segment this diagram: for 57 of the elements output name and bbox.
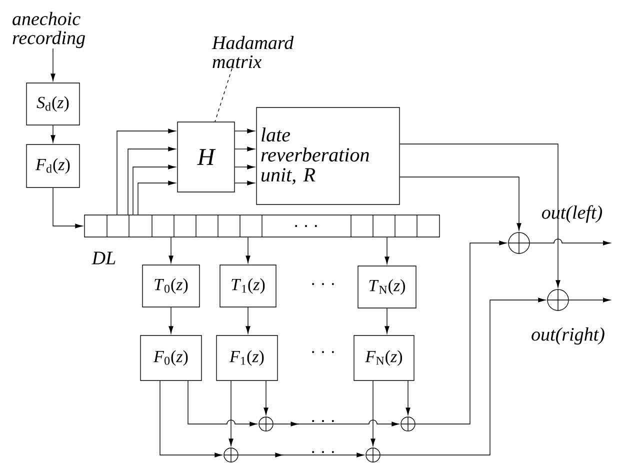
arrow: [50, 125, 56, 143]
filter-box: F$_{d}$(z): [26, 144, 80, 188]
summing-junction: [508, 232, 530, 254]
filter-box: T$_{1}$(z): [220, 264, 276, 308]
ellipsis: . . .: [312, 283, 334, 285]
filter-box: F$_{0}$(z): [140, 335, 202, 381]
reverberation-box: late reverberation unit, R: [256, 107, 400, 205]
filter-box: T$_{N}$(z): [358, 266, 416, 308]
arrow: [52, 188, 83, 228]
arrow: [246, 237, 250, 264]
arrow: [228, 380, 234, 446]
arrow: [50, 48, 56, 82]
arrow: [384, 237, 390, 264]
arrow: [264, 380, 268, 416]
arrow: [380, 298, 546, 456]
filter-box: T$_{0}$(z): [142, 264, 200, 308]
arrow: [188, 380, 258, 426]
summing-junction: [366, 448, 380, 462]
text-label: Hadamard matrix: [212, 36, 294, 68]
arrow: [406, 380, 410, 416]
filter-box: S$_{d}$(z): [26, 82, 80, 126]
text-label: anechoic recording: [12, 12, 85, 48]
output-label: out(right): [532, 327, 604, 345]
arrow: [116, 128, 176, 215]
summing-junction: [258, 416, 274, 432]
matrix-box: H: [177, 122, 235, 192]
arrow: [132, 164, 176, 215]
arrow: [138, 180, 176, 215]
arrow: [168, 307, 174, 334]
filter-box: F$_{N}$(z): [354, 335, 414, 381]
filter-box: F$_{1}$(z): [216, 335, 278, 381]
arrow: [530, 238, 610, 246]
ellipsis: . . .: [308, 451, 338, 453]
arrow: [400, 144, 560, 288]
arrow: [234, 146, 255, 152]
arrow: [568, 298, 610, 302]
summing-junction: [400, 416, 416, 432]
arrow: [370, 380, 376, 446]
arrow: [415, 240, 507, 424]
text-label: DL: [92, 252, 116, 264]
arrow: [160, 380, 222, 458]
ellipsis: . . .: [312, 351, 334, 353]
arrow: [168, 237, 174, 264]
ellipsis: . . .: [308, 420, 338, 422]
arrow: [234, 164, 255, 170]
delay-line: . . .: [84, 214, 440, 238]
arrow: [234, 180, 255, 186]
arrow: [128, 146, 176, 215]
arrow: [246, 307, 250, 334]
summing-junction: [547, 289, 569, 311]
leader-line: [214, 68, 232, 122]
arrow: [384, 308, 390, 334]
arrow: [400, 176, 522, 231]
arrow: [273, 420, 400, 426]
arrow: [238, 452, 364, 458]
arrow: [234, 128, 255, 134]
summing-junction: [224, 448, 238, 462]
